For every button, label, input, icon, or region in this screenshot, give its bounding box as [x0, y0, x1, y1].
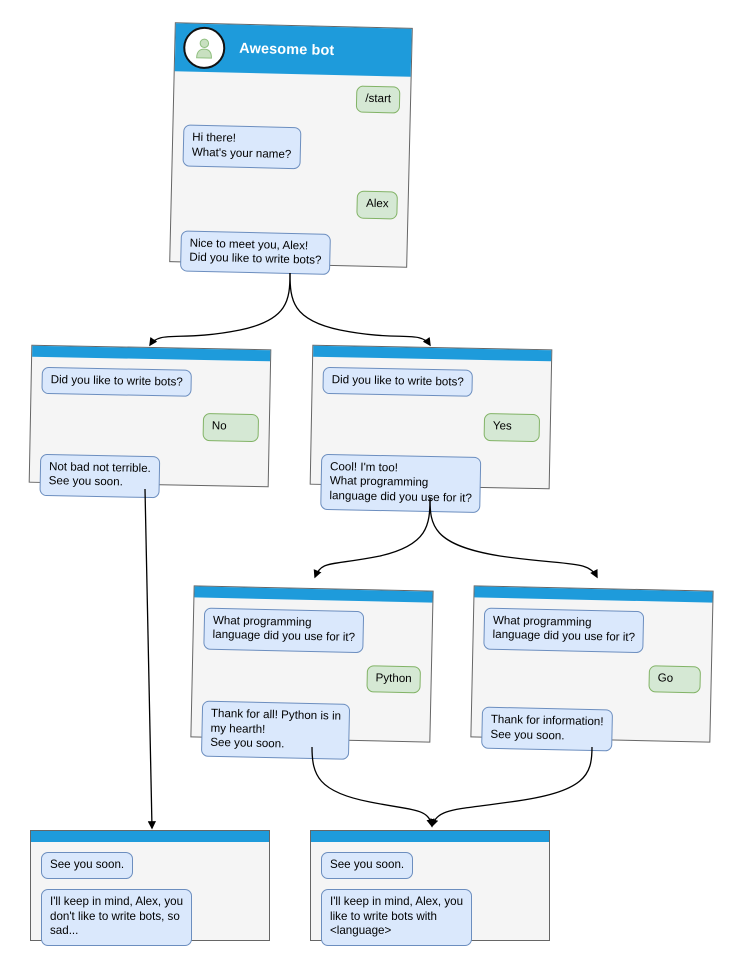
- message-row: Thank for all! Python is in my hearth! S…: [200, 700, 420, 762]
- user-message-bubble: Alex: [356, 190, 398, 220]
- bot-message-bubble: What programming language did you use fo…: [483, 607, 645, 653]
- message-row: Hi there! What's your name?: [182, 124, 399, 172]
- chat-card-yes[interactable]: Did you like to write bots? Yes Cool! I'…: [309, 344, 553, 514]
- message-row: I'll keep in mind, Alex, you like to wri…: [321, 889, 539, 946]
- card-body-no: Did you like to write bots? No Not bad n…: [29, 357, 270, 512]
- card-header-end-happy: [311, 831, 549, 842]
- user-message-bubble: Yes: [483, 413, 541, 442]
- bot-message-bubble: Nice to meet you, Alex! Did you like to …: [179, 230, 332, 276]
- message-row: Did you like to write bots?: [322, 366, 540, 399]
- message-row: Thank for information! See you soon.: [481, 706, 700, 754]
- chat-card-python[interactable]: What programming language did you use fo…: [190, 585, 434, 761]
- bot-message-bubble: See you soon.: [321, 852, 414, 880]
- chat-card-root[interactable]: Awesome bot /start Hi there! What's your…: [169, 22, 413, 276]
- edge-no-to-end-sad: [144, 488, 157, 830]
- message-row: No: [41, 410, 260, 442]
- bot-message-bubble: Hi there! What's your name?: [182, 124, 301, 170]
- bot-title: Awesome bot: [239, 40, 335, 59]
- message-row: See you soon.: [41, 852, 259, 880]
- card-body-python: What programming language did you use fo…: [191, 597, 433, 774]
- card-header-end-sad: [31, 831, 269, 842]
- message-row: Cool! I'm too! What programming language…: [320, 453, 539, 514]
- bot-message-bubble: I'll keep in mind, Alex, you like to wri…: [321, 889, 473, 946]
- bot-message-bubble: Cool! I'm too! What programming language…: [320, 453, 482, 514]
- card-body-go: What programming language did you use fo…: [471, 597, 712, 765]
- bot-message-bubble: What programming language did you use fo…: [203, 607, 365, 653]
- card-body-end-happy: See you soon. I'll keep in mind, Alex, y…: [311, 842, 549, 958]
- user-message-bubble: /start: [355, 85, 401, 114]
- chat-card-go[interactable]: What programming language did you use fo…: [470, 585, 714, 752]
- message-row: Did you like to write bots?: [41, 366, 259, 399]
- message-row: Yes: [322, 410, 541, 442]
- bot-message-bubble: Not bad not terrible. See you soon.: [39, 453, 161, 498]
- message-row: See you soon.: [321, 852, 539, 880]
- bot-message-bubble: I'll keep in mind, Alex, you don't like …: [41, 889, 193, 946]
- bot-message-bubble: Did you like to write bots?: [41, 366, 193, 398]
- message-row: What programming language did you use fo…: [483, 607, 702, 655]
- bot-message-bubble: Thank for all! Python is in my hearth! S…: [200, 700, 351, 761]
- card-body-root: /start Hi there! What's your name? Alex …: [170, 71, 411, 289]
- card-body-yes: Did you like to write bots? Yes Cool! I'…: [310, 357, 551, 527]
- user-message-bubble: No: [202, 413, 260, 442]
- card-body-end-sad: See you soon. I'll keep in mind, Alex, y…: [31, 842, 269, 958]
- bot-message-bubble: See you soon.: [41, 852, 134, 880]
- message-row: I'll keep in mind, Alex, you don't like …: [41, 889, 259, 946]
- person-avatar-icon: [182, 26, 226, 70]
- message-row: What programming language did you use fo…: [203, 607, 422, 655]
- user-message-bubble: Go: [648, 665, 701, 694]
- message-row: Nice to meet you, Alex! Did you like to …: [179, 230, 397, 277]
- bot-message-bubble: Did you like to write bots?: [322, 366, 474, 398]
- card-header-root: Awesome bot: [174, 23, 412, 77]
- chat-card-end-sad[interactable]: See you soon. I'll keep in mind, Alex, y…: [30, 830, 270, 946]
- user-message-bubble: Python: [366, 665, 421, 694]
- bot-message-bubble: Thank for information! See you soon.: [481, 706, 613, 752]
- chat-card-no[interactable]: Did you like to write bots? No Not bad n…: [28, 344, 272, 498]
- chat-card-end-happy[interactable]: See you soon. I'll keep in mind, Alex, y…: [310, 830, 550, 946]
- message-row: Not bad not terrible. See you soon.: [39, 453, 258, 500]
